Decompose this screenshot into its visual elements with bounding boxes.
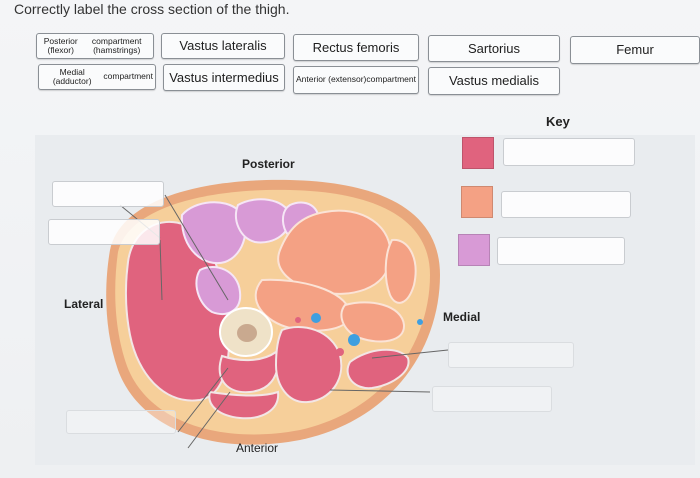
gracilis-muscle bbox=[384, 238, 417, 304]
orange-compartment-swatch bbox=[461, 186, 493, 218]
label-line: Anterior (extensor) bbox=[296, 74, 367, 85]
orientation-posterior: Posterior bbox=[242, 157, 295, 171]
question-prompt: Correctly label the cross section of the… bbox=[14, 1, 290, 17]
femur-marrow bbox=[237, 324, 257, 342]
label-rectus-femoris[interactable]: Rectus femoris bbox=[293, 34, 419, 61]
key-drop-target-orange[interactable] bbox=[501, 191, 631, 218]
femoral-vein bbox=[348, 334, 360, 346]
label-vastus-medialis[interactable]: Vastus medialis bbox=[428, 67, 560, 95]
label-line: Medial (adductor) bbox=[52, 66, 92, 86]
vessel bbox=[295, 317, 301, 323]
label-medial-compartment[interactable]: Medial (adductor) compartment bbox=[38, 64, 156, 90]
drop-target-5[interactable] bbox=[66, 410, 176, 434]
label-text: Sartorius bbox=[467, 40, 521, 56]
hamstring-muscle bbox=[235, 198, 292, 244]
label-vastus-lateralis[interactable]: Vastus lateralis bbox=[161, 33, 285, 59]
purple-compartment-swatch bbox=[458, 234, 490, 266]
label-line: compartment bbox=[103, 71, 153, 82]
femoral-artery bbox=[336, 348, 344, 356]
label-anterior-compartment[interactable]: Anterior (extensor) compartment bbox=[293, 66, 419, 94]
adductor-muscle bbox=[254, 278, 352, 332]
orientation-medial: Medial bbox=[443, 310, 481, 324]
label-text: Vastus lateralis bbox=[179, 38, 267, 54]
label-sartorius[interactable]: Sartorius bbox=[428, 35, 560, 62]
sartorius-region bbox=[346, 348, 410, 390]
vessel bbox=[311, 313, 321, 323]
leader-line bbox=[164, 194, 229, 301]
label-text: Vastus medialis bbox=[448, 73, 540, 89]
saphenous-vein bbox=[417, 319, 423, 325]
leader-line bbox=[187, 391, 231, 449]
leader-line bbox=[159, 239, 163, 301]
drop-target-4[interactable] bbox=[432, 386, 552, 412]
drop-target-3[interactable] bbox=[448, 342, 574, 368]
key-drop-target-red[interactable] bbox=[503, 138, 635, 166]
label-text: Rectus femoris bbox=[312, 39, 400, 55]
label-text: Vastus intermedius bbox=[169, 69, 279, 85]
label-line: compartment (hamstrings) bbox=[91, 35, 142, 55]
orientation-lateral: Lateral bbox=[64, 297, 104, 311]
drop-target-1[interactable] bbox=[52, 181, 164, 207]
hamstring-muscle bbox=[180, 201, 247, 265]
label-line: compartment bbox=[366, 74, 416, 85]
adductor-muscle bbox=[340, 301, 406, 343]
drop-target-2[interactable] bbox=[48, 219, 160, 245]
label-posterior-compartment[interactable]: Posterior (flexor) compartment (hamstrin… bbox=[36, 33, 154, 59]
red-compartment-swatch bbox=[462, 137, 494, 169]
label-vastus-intermedius[interactable]: Vastus intermedius bbox=[163, 64, 285, 91]
label-text: Femur bbox=[616, 42, 654, 58]
key-title: Key bbox=[546, 114, 570, 129]
leader-line bbox=[177, 367, 229, 433]
label-line: Posterior (flexor) bbox=[43, 35, 78, 55]
vastus-intermedius-region bbox=[218, 350, 279, 394]
key-drop-target-purple[interactable] bbox=[497, 237, 625, 265]
vastus-medialis-region bbox=[274, 326, 343, 404]
orientation-anterior: Anterior bbox=[236, 441, 279, 455]
leader-line bbox=[329, 389, 431, 393]
leader-line bbox=[371, 349, 449, 359]
